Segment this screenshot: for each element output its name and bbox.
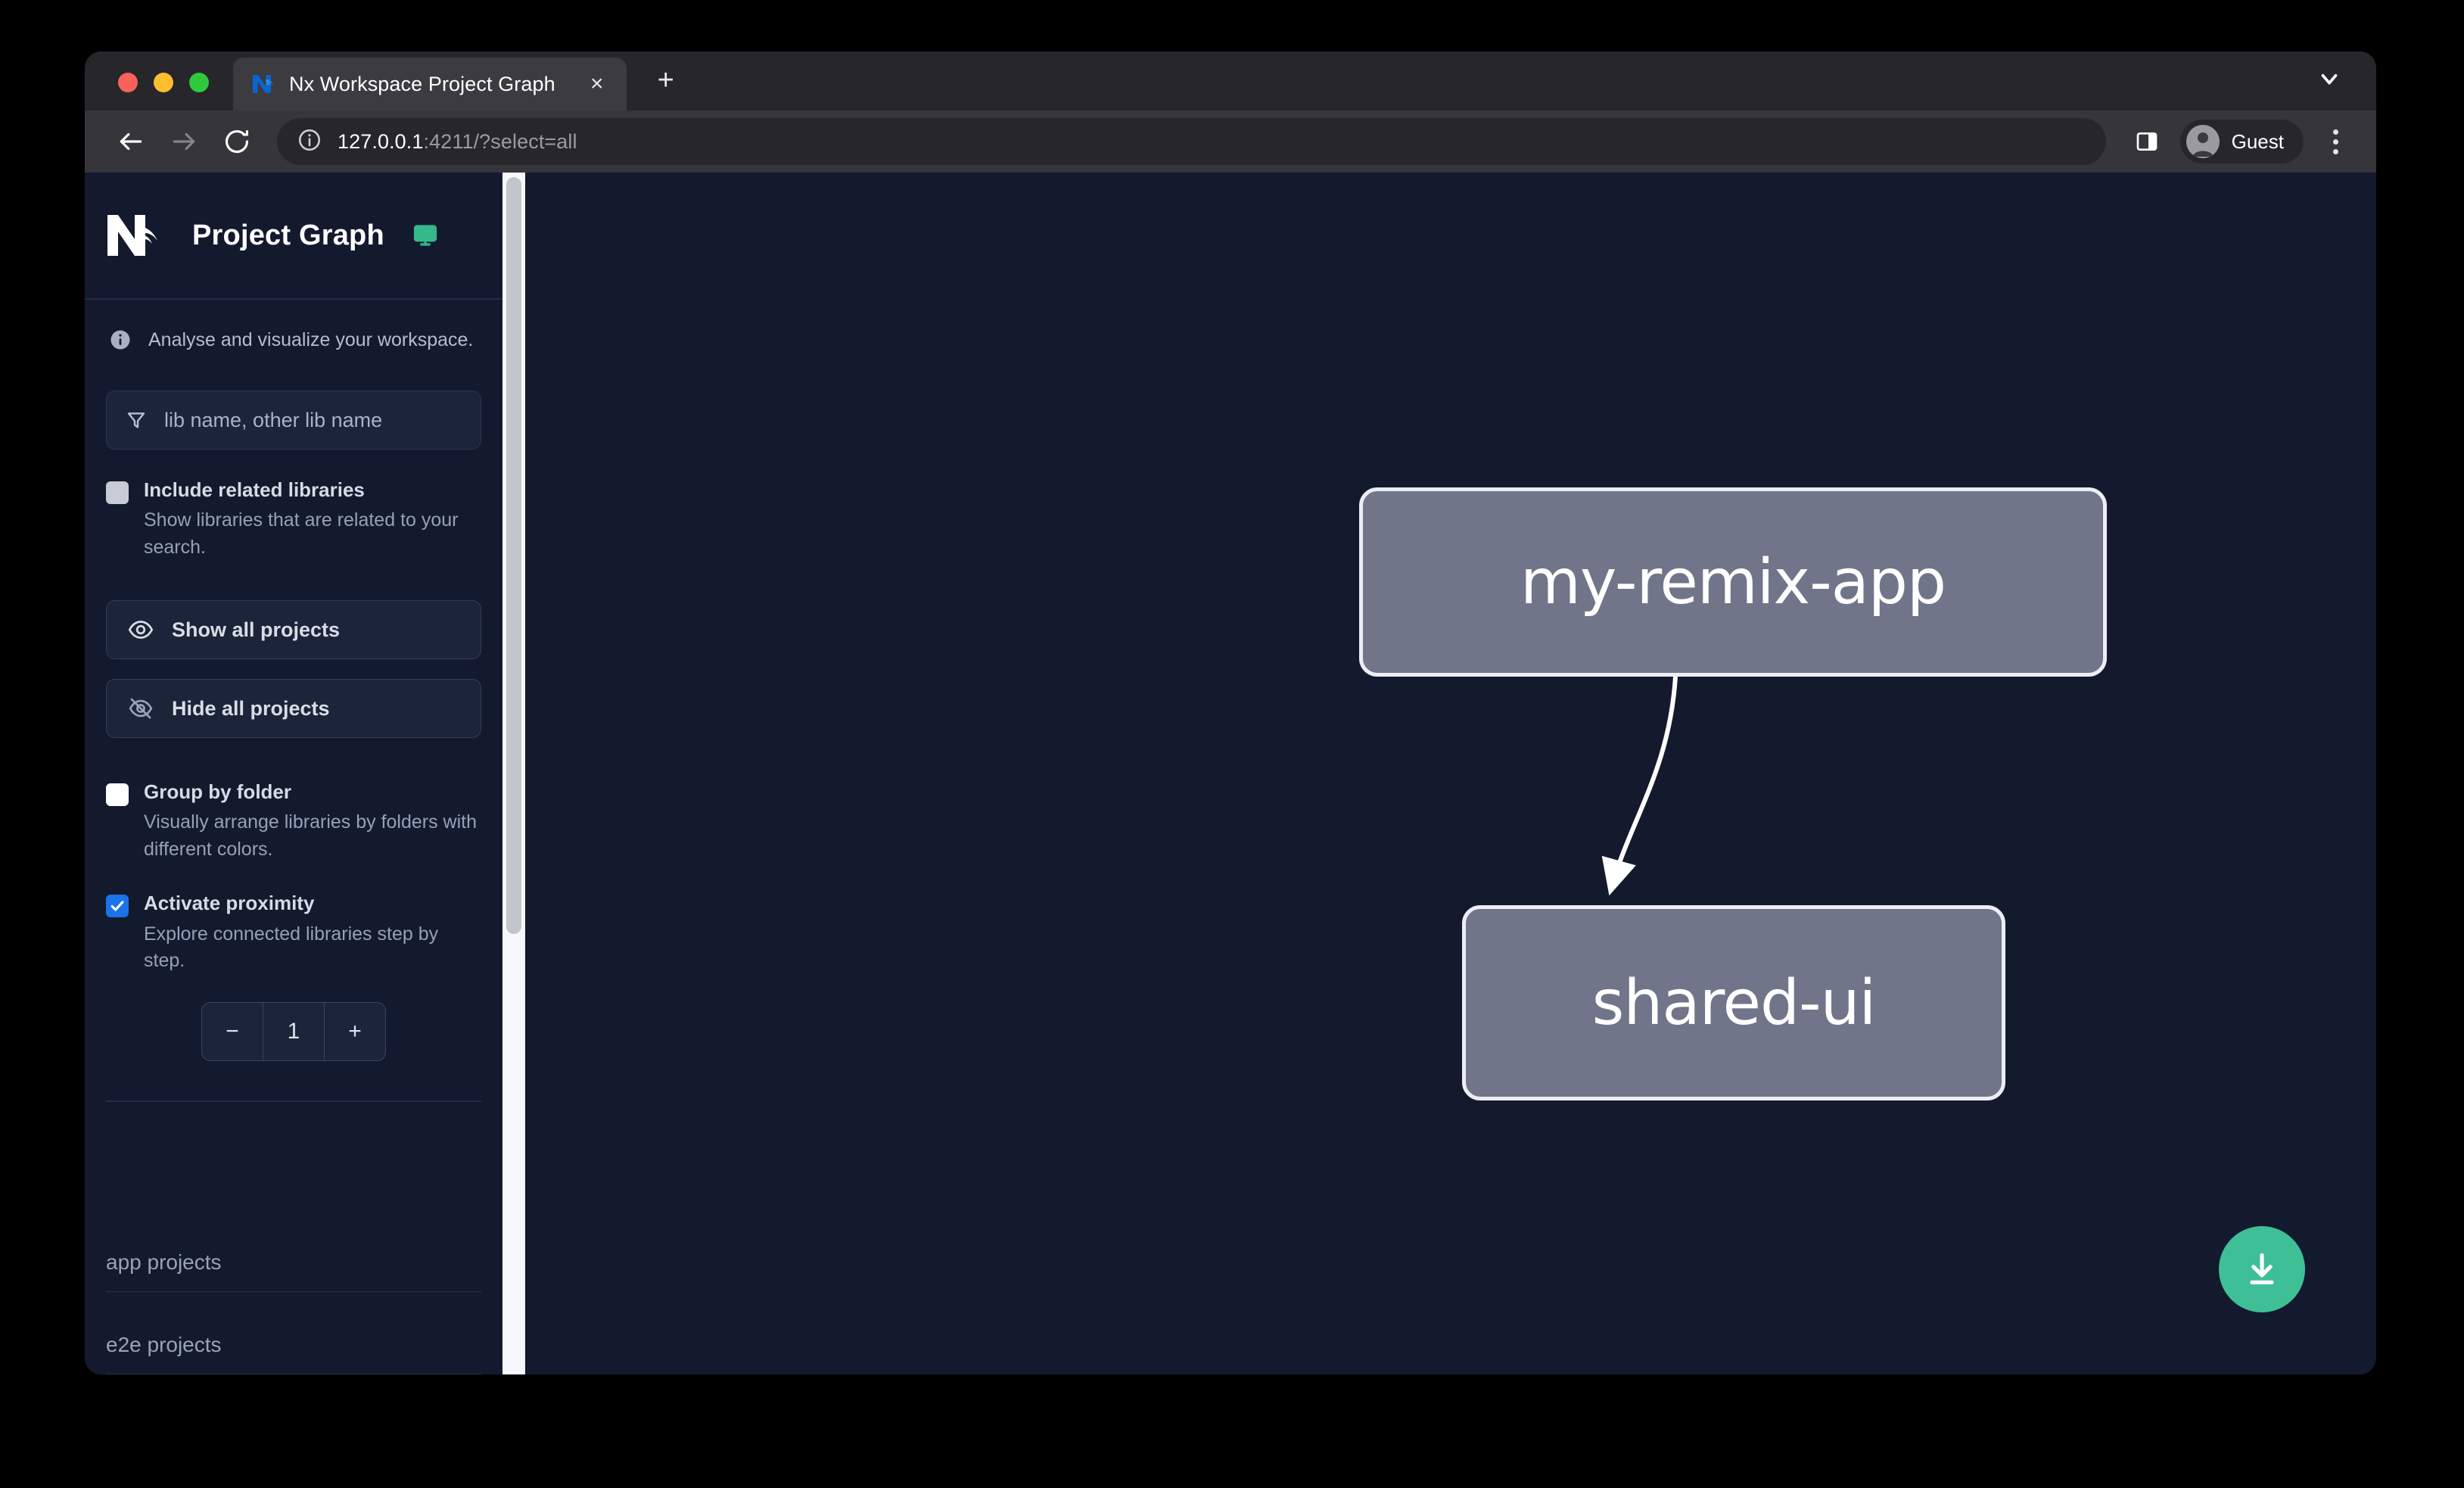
reload-icon[interactable]	[213, 118, 260, 165]
side-panel-icon[interactable]	[2126, 120, 2168, 163]
info-circle-icon[interactable]	[297, 127, 322, 157]
sidebar-subtitle: Analyse and visualize your workspace.	[148, 328, 474, 350]
close-window-button[interactable]	[118, 73, 138, 92]
chevron-down-icon[interactable]	[2313, 62, 2346, 95]
project-graph-canvas[interactable]: my-remix-app shared-ui	[525, 173, 2376, 1374]
stepper-decrement-button[interactable]: −	[226, 1018, 239, 1044]
url-host: 127.0.0.1	[338, 129, 424, 153]
section-label: e2e projects	[106, 1333, 222, 1356]
option-include-related-libraries[interactable]: Include related libraries Show libraries…	[106, 478, 481, 561]
sidebar-section-e2e-projects[interactable]: e2e projects	[106, 1292, 481, 1374]
browser-window: Nx Workspace Project Graph × +	[85, 51, 2376, 1374]
filter-icon	[125, 409, 148, 431]
info-icon	[109, 328, 132, 351]
graph-node-label: shared-ui	[1591, 967, 1877, 1039]
option-group-by-folder[interactable]: Group by folder Visually arrange librari…	[106, 780, 481, 863]
sidebar-scrollbar[interactable]	[502, 173, 525, 1374]
edge-my-remix-app-to-shared-ui	[1601, 676, 1678, 896]
checkbox-group-by-folder[interactable]	[106, 783, 129, 807]
window-controls	[85, 73, 209, 111]
sidebar: Project Graph Analyse and visual	[85, 173, 525, 1374]
url-text: 127.0.0.1:4211/?select=all	[338, 130, 577, 154]
nx-favicon-icon	[251, 72, 275, 96]
section-label: app projects	[106, 1250, 222, 1274]
option-description: Explore connected libraries step by step…	[144, 923, 439, 972]
download-icon	[2250, 1253, 2274, 1284]
browser-tab[interactable]: Nx Workspace Project Graph ×	[233, 58, 627, 111]
hide-all-projects-button[interactable]: Hide all projects	[106, 679, 481, 739]
graph-edges	[1601, 676, 1678, 896]
sidebar-scrollbar-thumb[interactable]	[506, 177, 521, 934]
graph-node-label: my-remix-app	[1520, 546, 1946, 618]
sidebar-section-app-projects[interactable]: app projects	[106, 1209, 481, 1292]
sidebar-divider	[106, 1100, 481, 1102]
avatar	[2186, 125, 2220, 158]
download-graph-button[interactable]	[2219, 1226, 2305, 1312]
option-label: Include related libraries	[144, 478, 365, 501]
hide-all-projects-label: Hide all projects	[172, 696, 330, 720]
page-content: Project Graph Analyse and visual	[85, 173, 2376, 1374]
stepper-increment-button[interactable]: +	[348, 1018, 362, 1044]
monitor-icon[interactable]	[412, 222, 439, 249]
project-sections: app projects e2e projects	[85, 1209, 502, 1374]
checkbox-include-related-libraries[interactable]	[106, 481, 129, 504]
stepper-divider	[324, 1002, 325, 1060]
sidebar-subtitle-row: Analyse and visualize your workspace.	[85, 300, 502, 351]
option-label: Group by folder	[144, 780, 291, 804]
graph-node-shared-ui[interactable]: shared-ui	[1462, 905, 2005, 1100]
stepper-value: 1	[287, 1018, 300, 1044]
sidebar-header: Project Graph	[85, 173, 502, 300]
new-tab-button[interactable]: +	[657, 64, 674, 96]
option-description: Visually arrange libraries by folders wi…	[144, 811, 478, 860]
graph-node-my-remix-app[interactable]: my-remix-app	[1359, 487, 2107, 677]
forward-arrow-icon[interactable]	[160, 118, 207, 165]
filter-box[interactable]	[106, 391, 481, 450]
back-arrow-icon[interactable]	[107, 118, 154, 165]
kebab-menu-icon[interactable]	[2316, 120, 2355, 163]
proximity-stepper: − 1 +	[201, 1001, 386, 1061]
close-tab-button[interactable]: ×	[590, 71, 604, 96]
browser-toolbar: 127.0.0.1:4211/?select=all Guest	[85, 111, 2376, 173]
option-description: Show libraries that are related to your …	[144, 509, 459, 558]
show-all-projects-label: Show all projects	[172, 618, 341, 641]
nx-logo-icon	[106, 212, 170, 259]
sidebar-body: Include related libraries Show libraries…	[85, 351, 502, 1209]
tab-strip: Nx Workspace Project Graph × +	[85, 51, 2376, 111]
option-activate-proximity[interactable]: Activate proximity Explore connected lib…	[106, 892, 481, 974]
eye-icon	[128, 617, 154, 643]
toolbar-right: Guest	[2126, 120, 2355, 163]
profile-name: Guest	[2231, 129, 2284, 153]
option-label: Activate proximity	[144, 892, 315, 915]
url-path: :4211/?select=all	[423, 129, 577, 153]
search-input[interactable]	[164, 408, 462, 432]
address-bar[interactable]: 127.0.0.1:4211/?select=all	[277, 118, 2106, 165]
minimize-window-button[interactable]	[154, 73, 173, 92]
maximize-window-button[interactable]	[189, 73, 209, 92]
show-all-projects-button[interactable]: Show all projects	[106, 600, 481, 660]
profile-button[interactable]: Guest	[2179, 120, 2304, 163]
page-title: Project Graph	[192, 219, 384, 251]
section-rule	[106, 1291, 481, 1292]
checkbox-activate-proximity[interactable]	[106, 895, 129, 918]
tab-title: Nx Workspace Project Graph	[289, 72, 555, 95]
eye-off-icon	[128, 696, 154, 721]
